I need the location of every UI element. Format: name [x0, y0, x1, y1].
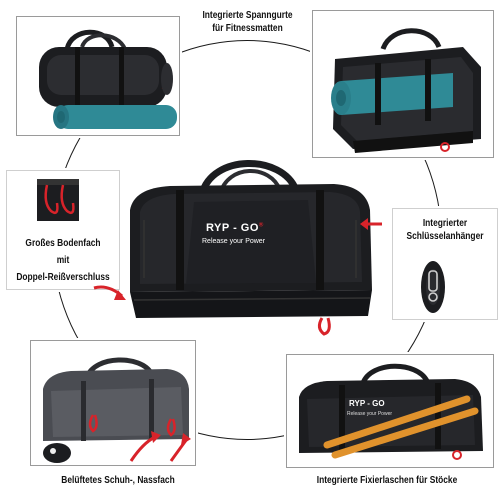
brand-logo-small: RYP - GO [349, 399, 385, 408]
caption-line: Schlüsselanhänger [406, 231, 484, 242]
caption-line: Großes Bodenfach [25, 238, 101, 249]
red-zipper-loop-icon [37, 179, 79, 214]
stick-holder-image [299, 363, 483, 460]
caption-bottom-compartment: Großes Bodenfach mit Doppel-Reißverschlu… [7, 237, 119, 284]
main-bag-image [130, 160, 372, 336]
brand-logo-text: RYP - GO [206, 222, 259, 234]
curved-red-arrow-icon [93, 285, 126, 300]
caption-stick-holders: Integrierte Fixierlaschen für Stöcke [316, 475, 458, 486]
caption-line: Integrierte Spanngurte [202, 10, 293, 21]
caption-line: mit [56, 255, 70, 266]
caption-line: Integrierter [422, 218, 468, 229]
bag-front-mat-image [331, 28, 481, 153]
caption-key-holder: Integrierter Schlüsselanhänger [393, 217, 497, 243]
photo-shoe-compartment [30, 340, 196, 466]
photo-main-bag: RYP - GO® Release your Power [120, 150, 382, 340]
photo-key-holder: Integrierter Schlüsselanhänger [392, 208, 498, 320]
photo-bag-mat-top [16, 16, 180, 136]
carabiner-icon [421, 261, 445, 313]
caption-line: für Fitnessmatten [212, 23, 283, 34]
caption-ventilated-shoe-compartment: Belüftetes Schuh-, Nassfach [61, 475, 175, 486]
photo-stick-holders: RYP - GO Release your Power [286, 354, 494, 468]
brand-slogan-small: Release your Power [347, 411, 393, 417]
brand-logo: RYP - GO® [206, 222, 264, 234]
curved-red-arrow-icon [360, 218, 382, 230]
caption-line: Doppel-Reißverschluss [16, 272, 110, 283]
photo-bag-mat-front [312, 10, 494, 158]
brand-logo-registered: ® [258, 222, 264, 229]
bag-with-mat-image [39, 29, 177, 129]
photo-zipper-pulls: Großes Bodenfach mit Doppel-Reißverschlu… [6, 170, 120, 290]
caption-fitness-mat-straps: Integrierte Spanngurte für Fitnessmatten [178, 9, 317, 35]
zipper-pull-photo [37, 179, 79, 221]
brand-slogan: Release your Power [202, 238, 266, 245]
shoe-compartment-image [43, 357, 191, 463]
